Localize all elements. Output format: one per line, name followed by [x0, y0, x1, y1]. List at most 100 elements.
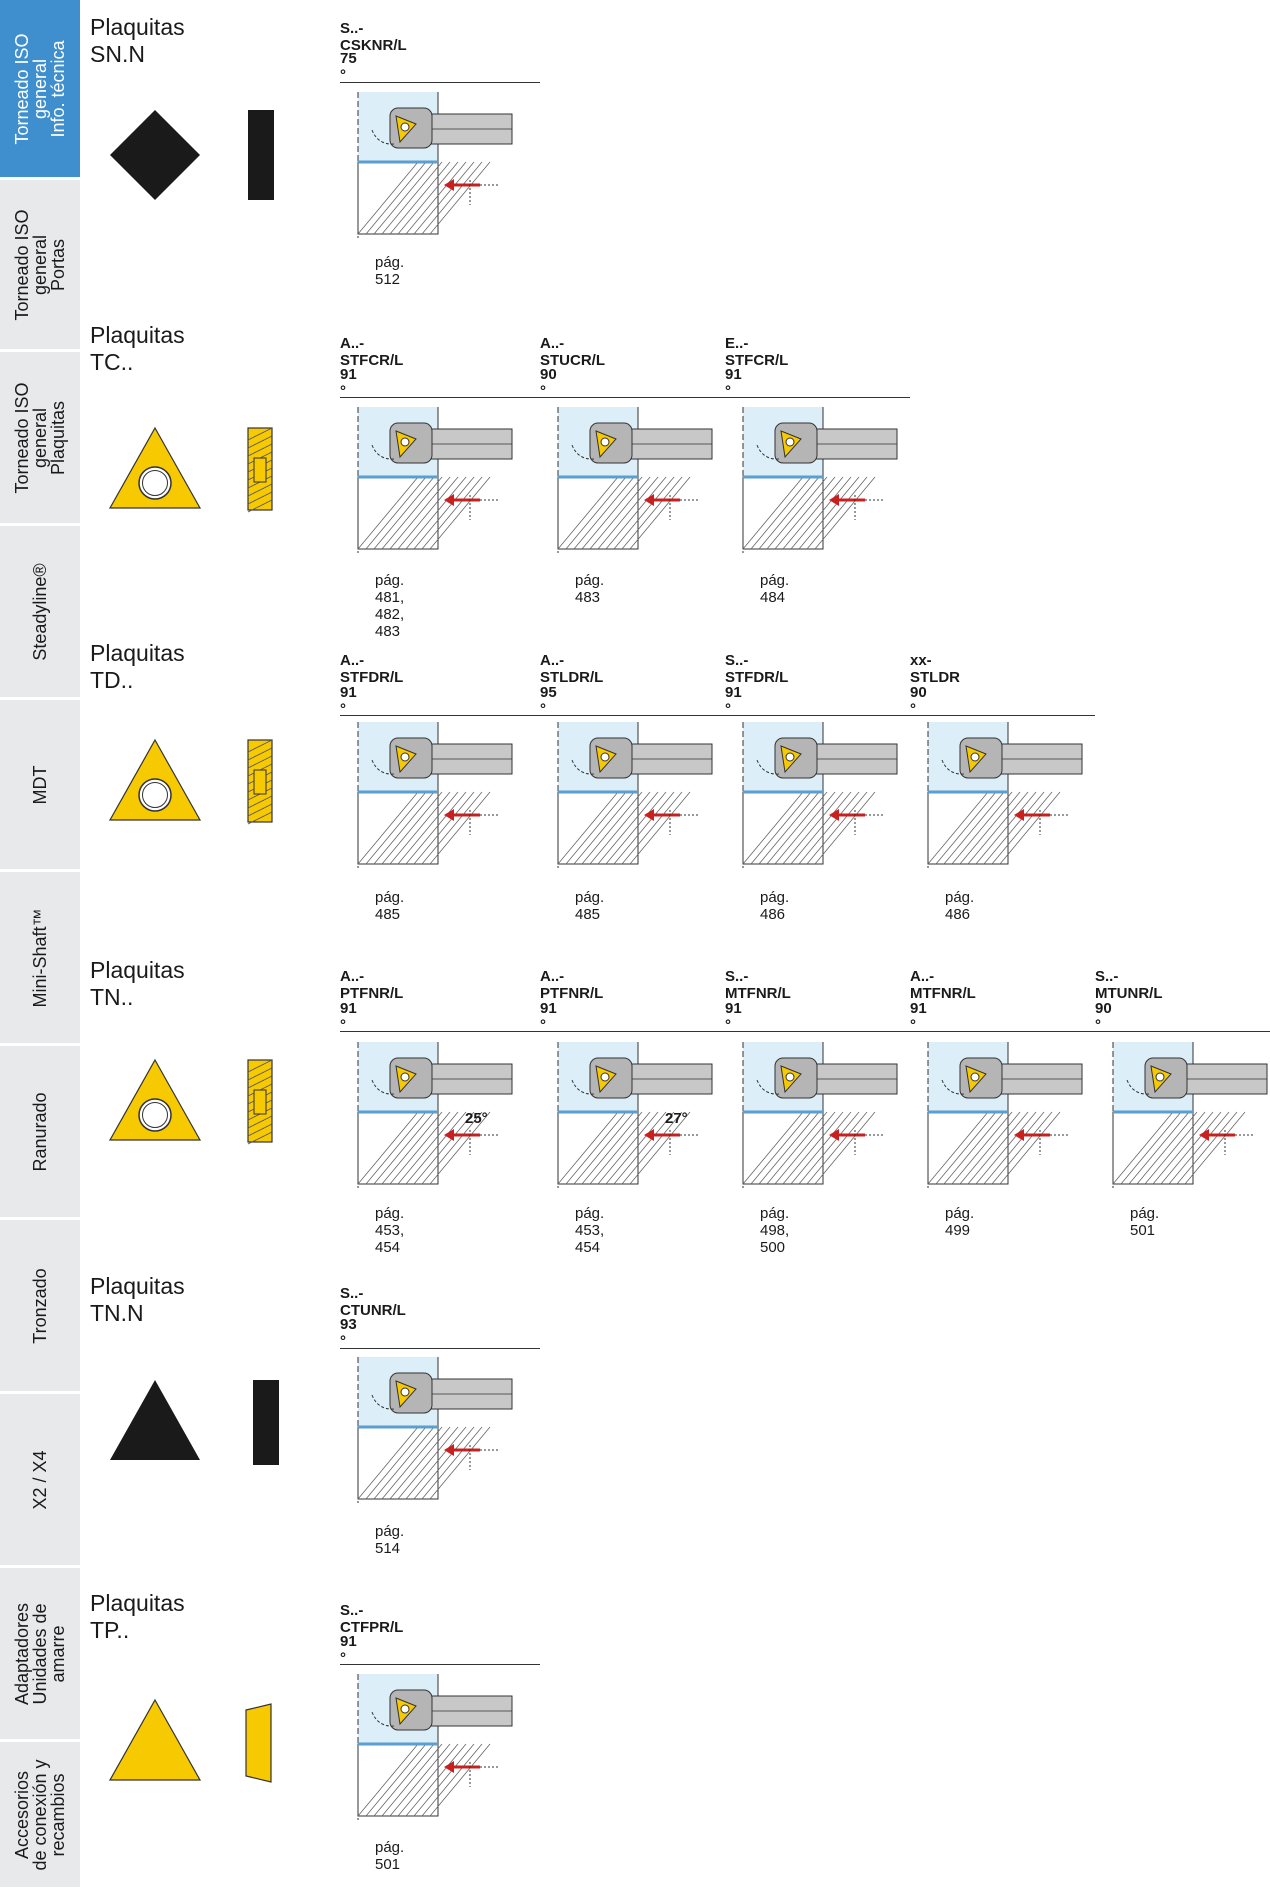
sidebar-tab-label: Torneado ISO general Info. técnica	[12, 32, 68, 145]
insert-illustration	[110, 110, 274, 200]
page-reference[interactable]: pág. 514	[375, 1523, 405, 1557]
holder-angle: 95 °	[540, 684, 557, 718]
sidebar-tab[interactable]: MDT	[0, 700, 80, 872]
insert-group-title: Plaquitas TD..	[90, 640, 185, 693]
holder-code: A..-STLDR/L	[540, 652, 604, 686]
holder-illustration	[350, 1672, 520, 1827]
holder-illustration	[735, 720, 905, 875]
page-reference[interactable]: pág. 512	[375, 254, 405, 288]
holder-angle: 91 °	[340, 1633, 357, 1667]
holder-angle: 90 °	[910, 684, 927, 718]
page-reference[interactable]: pág. 484	[760, 572, 790, 606]
sidebar-tab-label: Torneado ISO general Portas	[12, 208, 68, 321]
page-reference[interactable]: pág. 486	[760, 889, 790, 923]
insert-figure	[105, 418, 305, 563]
insert-figure	[105, 1690, 305, 1835]
insert-figure	[105, 100, 305, 245]
group-divider	[340, 1031, 1270, 1032]
holder-code: A..-PTFNR/L	[340, 968, 404, 1002]
holder-code: xx-STLDR	[910, 652, 960, 686]
holder-code: E..-STFCR/L	[725, 335, 789, 369]
sidebar-tab-label: Adaptadores Unidades de amarre	[12, 1602, 68, 1705]
holder-angle: 90 °	[1095, 1000, 1112, 1034]
holder-angle: 91 °	[340, 684, 357, 718]
sidebar-tab[interactable]: X2 / X4	[0, 1394, 80, 1568]
insert-illustration	[108, 1698, 272, 1783]
holder-code: S..-CSKNR/L	[340, 20, 407, 54]
group-divider	[340, 82, 540, 83]
holder-code: A..-PTFNR/L	[540, 968, 604, 1002]
page-reference[interactable]: pág. 485	[575, 889, 605, 923]
holder-code: S..-STFDR/L	[725, 652, 789, 686]
holder-illustration	[920, 720, 1090, 875]
holder-angle: 91 °	[340, 366, 357, 400]
insert-group-title: Plaquitas SN.N	[90, 14, 185, 67]
holder-angle: 75 °	[340, 50, 357, 84]
page-reference[interactable]: pág. 501	[375, 1839, 405, 1873]
holder-illustration	[735, 405, 905, 560]
holder-illustration	[350, 1040, 520, 1195]
insert-figure	[105, 730, 305, 875]
holder-illustration	[550, 1040, 720, 1195]
holder-angle: 91 °	[540, 1000, 557, 1034]
sidebar-tab-label: Tronzado	[30, 1267, 50, 1344]
sidebar-tab[interactable]: Tronzado	[0, 1220, 80, 1394]
sidebar-tab-label: X2 / X4	[30, 1449, 50, 1510]
page-reference[interactable]: pág. 453, 454	[575, 1205, 605, 1256]
holder-code: S..-CTUNR/L	[340, 1285, 406, 1319]
insert-illustration	[108, 738, 273, 825]
sidebar-tab-label: Steadyline®	[30, 562, 50, 661]
holder-code: A..-STFDR/L	[340, 652, 404, 686]
holder-illustration	[350, 720, 520, 875]
sidebar-tab-label: MDT	[30, 765, 50, 804]
page-reference[interactable]: pág. 483	[575, 572, 605, 606]
sidebar-tab[interactable]: Ranurado	[0, 1046, 80, 1220]
holder-illustration	[1105, 1040, 1270, 1195]
insert-figure	[105, 1370, 305, 1515]
holder-angle: 93 °	[340, 1316, 357, 1350]
holder-illustration	[350, 405, 520, 560]
holder-code: S..-MTUNR/L	[1095, 968, 1163, 1002]
sidebar-tab[interactable]: Torneado ISO general Portas	[0, 180, 80, 352]
page-reference[interactable]: pág. 453, 454	[375, 1205, 405, 1256]
sidebar-tab-label: Ranurado	[30, 1091, 50, 1172]
insert-group-title: Plaquitas TN..	[90, 957, 185, 1010]
insert-illustration	[110, 1380, 279, 1465]
holder-illustration	[550, 405, 720, 560]
page-reference[interactable]: pág. 498, 500	[760, 1205, 790, 1256]
insert-group-title: Plaquitas TC..	[90, 322, 185, 375]
holder-angle: 91 °	[725, 684, 742, 718]
insert-group-title: Plaquitas TP..	[90, 1590, 185, 1643]
page-reference[interactable]: pág. 486	[945, 889, 975, 923]
holder-code: A..-MTFNR/L	[910, 968, 976, 1002]
sidebar-tab[interactable]: Mini-Shaft™	[0, 872, 80, 1046]
holder-extra-angle: 25°	[465, 1110, 488, 1127]
sidebar-tab[interactable]: Steadyline®	[0, 526, 80, 700]
insert-illustration	[108, 1058, 273, 1145]
sidebar-tab[interactable]: Torneado ISO general Info. técnica	[0, 0, 80, 180]
group-divider	[340, 397, 910, 398]
holder-code: S..-MTFNR/L	[725, 968, 791, 1002]
sidebar-tab[interactable]: Torneado ISO general Plaquitas	[0, 352, 80, 526]
page-reference[interactable]: pág. 481, 482, 483	[375, 572, 405, 640]
holder-angle: 91 °	[725, 1000, 742, 1034]
sidebar-tab[interactable]: Adaptadores Unidades de amarre	[0, 1568, 80, 1742]
group-divider	[340, 715, 1095, 716]
insert-group-title: Plaquitas TN.N	[90, 1273, 185, 1326]
holder-illustration	[350, 90, 520, 245]
group-divider	[340, 1664, 540, 1665]
holder-illustration	[550, 720, 720, 875]
sidebar-tab[interactable]: Accesorios de conexión y recambios	[0, 1742, 80, 1890]
page-reference[interactable]: pág. 499	[945, 1205, 975, 1239]
holder-code: A..-STUCR/L	[540, 335, 605, 369]
holder-illustration	[920, 1040, 1090, 1195]
page-reference[interactable]: pág. 501	[1130, 1205, 1160, 1239]
page-reference[interactable]: pág. 485	[375, 889, 405, 923]
holder-illustration	[735, 1040, 905, 1195]
holder-angle: 91 °	[340, 1000, 357, 1034]
holder-angle: 90 °	[540, 366, 557, 400]
sidebar-tab-label: Torneado ISO general Plaquitas	[12, 381, 68, 494]
holder-illustration	[350, 1355, 520, 1510]
sidebar-tab-label: Mini-Shaft™	[30, 907, 50, 1008]
group-divider	[340, 1348, 540, 1349]
